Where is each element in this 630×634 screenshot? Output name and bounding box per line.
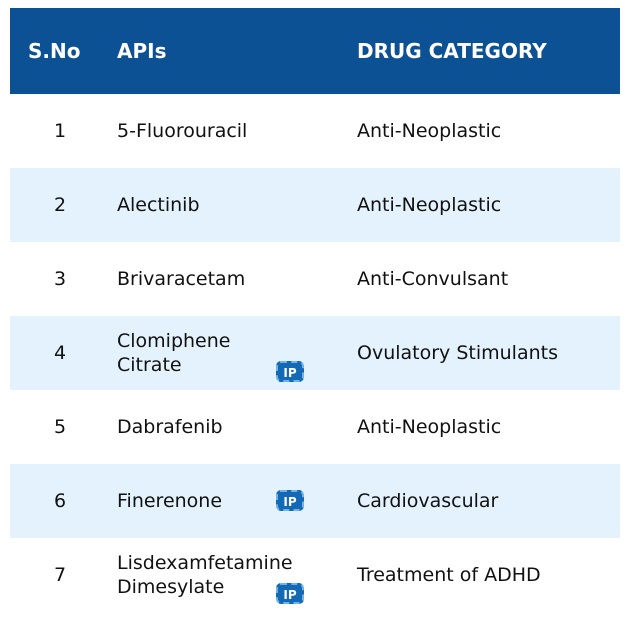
table-row: 3 Brivaracetam Anti-Convulsant <box>10 242 620 316</box>
row-api: Alectinib <box>117 168 347 242</box>
header-drug-category: DRUG CATEGORY <box>357 39 547 63</box>
row-category: Anti-Neoplastic <box>357 120 502 142</box>
table-row: 1 5-Fluorouracil Anti-Neoplastic <box>10 94 620 168</box>
row-sno: 2 <box>53 194 67 216</box>
api-name: 5-Fluorouracil <box>117 120 248 142</box>
header-sno: S.No <box>28 39 81 63</box>
row-sno: 6 <box>53 490 67 512</box>
table-row: 2 Alectinib Anti-Neoplastic <box>10 168 620 242</box>
ip-badge-icon: IP <box>276 583 304 604</box>
row-category: Treatment of ADHD <box>357 564 541 586</box>
api-name: Lisdexamfetamine Dimesylate <box>117 552 293 598</box>
ip-badge-icon: IP <box>276 490 304 511</box>
row-api: Lisdexamfetamine Dimesylate IP <box>117 538 347 612</box>
table-row: 5 Dabrafenib Anti-Neoplastic <box>10 390 620 464</box>
row-category: Cardiovascular <box>357 490 499 512</box>
api-name: Dabrafenib <box>117 416 223 438</box>
header-apis: APIs <box>117 39 167 63</box>
row-category: Anti-Neoplastic <box>357 416 502 438</box>
row-category: Ovulatory Stimulants <box>357 342 558 364</box>
api-name: Finerenone <box>117 490 223 512</box>
table-row: 7 Lisdexamfetamine Dimesylate IP Treatme… <box>10 538 620 612</box>
ip-badge-icon: IP <box>276 361 304 382</box>
table-row: 6 Finerenone IP Cardiovascular <box>10 464 620 538</box>
row-api: Dabrafenib <box>117 390 347 464</box>
table-row: 4 Clomiphene Citrate IP Ovulatory Stimul… <box>10 316 620 390</box>
row-api: Brivaracetam <box>117 242 347 316</box>
row-api: Finerenone IP <box>117 464 347 538</box>
row-sno: 3 <box>53 268 67 290</box>
table-header: S.No APIs DRUG CATEGORY <box>10 8 620 94</box>
drug-api-table: S.No APIs DRUG CATEGORY 1 5-Fluorouracil… <box>10 8 620 612</box>
row-sno: 7 <box>53 564 67 586</box>
row-api: Clomiphene Citrate IP <box>117 316 347 390</box>
row-sno: 4 <box>53 342 67 364</box>
row-api: 5-Fluorouracil <box>117 94 347 168</box>
row-sno: 1 <box>53 120 67 142</box>
api-name: Alectinib <box>117 194 200 216</box>
api-name: Brivaracetam <box>117 268 246 290</box>
row-category: Anti-Convulsant <box>357 268 509 290</box>
row-category: Anti-Neoplastic <box>357 194 502 216</box>
api-name: Clomiphene Citrate <box>117 330 231 376</box>
row-sno: 5 <box>53 416 67 438</box>
